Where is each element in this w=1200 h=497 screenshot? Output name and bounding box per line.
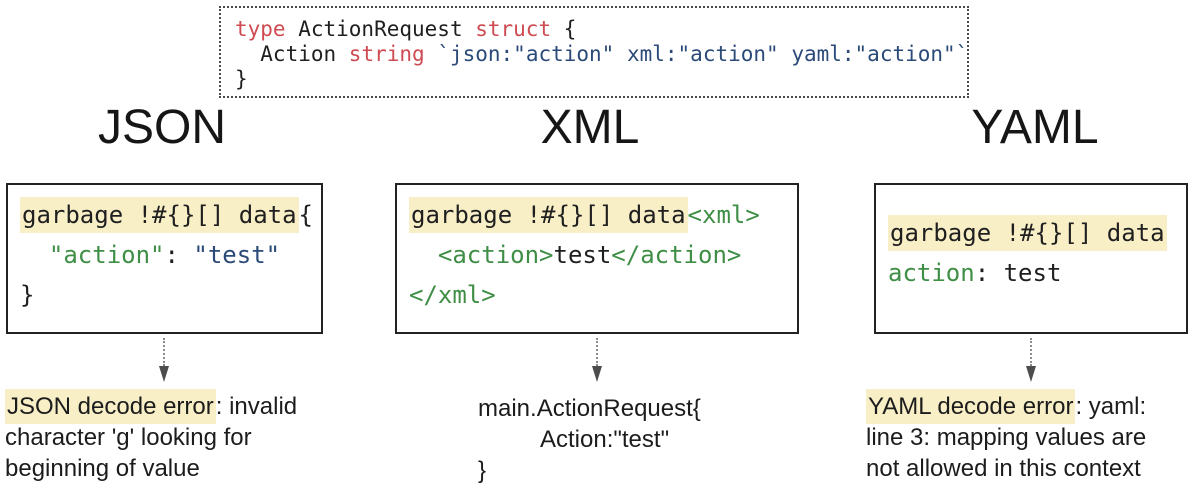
open-brace: {: [298, 201, 313, 229]
open-brace: {: [551, 17, 577, 41]
garbage-highlight: garbage !#{}[] data: [20, 197, 299, 233]
result-text: : invalid: [215, 393, 298, 420]
result-line: not allowed in this context: [866, 455, 1141, 482]
json-box-line-3: }: [20, 275, 321, 315]
action-close-tag: </action>: [611, 241, 742, 269]
arrow-head: [159, 366, 169, 382]
json-value: "test": [193, 241, 281, 269]
json-key: "action": [48, 241, 165, 269]
yaml-decode-result: YAML decode error: yaml: line 3: mapping…: [866, 389, 1147, 484]
result-line: beginning of value: [5, 455, 200, 482]
result-line: line 3: mapping values are: [866, 424, 1147, 451]
arrow-down-icon: [591, 338, 603, 384]
error-highlight: YAML decode error: [866, 389, 1076, 424]
xml-open-tag: <xml>: [687, 201, 760, 229]
xml-decode-result: main.ActionRequest{ Action:"test" }: [478, 393, 701, 486]
column-heading-json: JSON: [97, 101, 226, 154]
keyword-type: type: [235, 17, 286, 41]
column-heading-xml: XML: [540, 101, 640, 154]
xml-close-tag: </xml>: [409, 281, 496, 309]
json-box-line-2: "action": "test": [20, 235, 321, 275]
separator: [425, 42, 438, 66]
result-line: YAML decode error: yaml:: [866, 389, 1147, 424]
error-highlight: JSON decode error: [5, 389, 216, 424]
arrow-stem: [596, 338, 598, 366]
arrow-down-icon: [1025, 338, 1037, 384]
json-box-line-1: garbage !#{}[] data{: [20, 195, 321, 235]
arrow-head: [1026, 366, 1036, 382]
xml-input-box: garbage !#{}[] data<xml> <action>test</a…: [395, 183, 799, 334]
column-heading-yaml: YAML: [971, 101, 1099, 154]
yaml-input-box: garbage !#{}[] data action: test: [874, 183, 1188, 334]
garbage-highlight: garbage !#{}[] data: [888, 215, 1167, 251]
colon: :: [164, 241, 194, 269]
garbage-highlight: garbage !#{}[] data: [409, 197, 688, 233]
go-struct-code-block: type ActionRequest struct { Action strin…: [219, 6, 969, 98]
field-name: Action: [235, 42, 349, 66]
result-text: : yaml:: [1075, 393, 1147, 420]
json-input-box: garbage !#{}[] data{ "action": "test" }: [6, 183, 323, 334]
yaml-key: action: [888, 259, 975, 287]
close-brace: }: [235, 67, 248, 91]
result-line: JSON decode error: invalid: [5, 389, 298, 424]
code-line-1: type ActionRequest struct {: [235, 17, 967, 42]
yaml-box-line-1: garbage !#{}[] data: [888, 213, 1186, 253]
json-decode-result: JSON decode error: invalid character 'g'…: [5, 389, 298, 484]
xml-value: test: [553, 241, 612, 269]
arrow-stem: [163, 338, 165, 366]
result-line: }: [478, 457, 487, 484]
struct-name: ActionRequest: [285, 17, 476, 41]
yaml-box-line-2: action: test: [888, 253, 1186, 293]
keyword-string: string: [348, 42, 425, 66]
action-open-tag: <action>: [437, 241, 554, 269]
indent: [20, 241, 49, 269]
arrow-stem: [1030, 338, 1032, 366]
struct-tag: `json:"action" xml:"action" yaml:"action…: [437, 42, 969, 66]
close-brace: }: [20, 281, 35, 309]
arrow-head: [592, 366, 602, 382]
xml-box-line-2: <action>test</action>: [409, 235, 797, 275]
code-line-2: Action string `json:"action" xml:"action…: [235, 42, 969, 67]
xml-box-line-1: garbage !#{}[] data<xml>: [409, 195, 797, 235]
indent: [409, 241, 438, 269]
result-line: main.ActionRequest{: [478, 395, 701, 422]
yaml-value: : test: [974, 259, 1062, 287]
result-line: character 'g' looking for: [5, 424, 252, 451]
code-line-3: }: [235, 67, 967, 92]
xml-box-line-3: </xml>: [409, 275, 797, 315]
arrow-down-icon: [158, 338, 170, 384]
result-line: Action:"test": [540, 426, 670, 453]
keyword-struct: struct: [475, 17, 552, 41]
